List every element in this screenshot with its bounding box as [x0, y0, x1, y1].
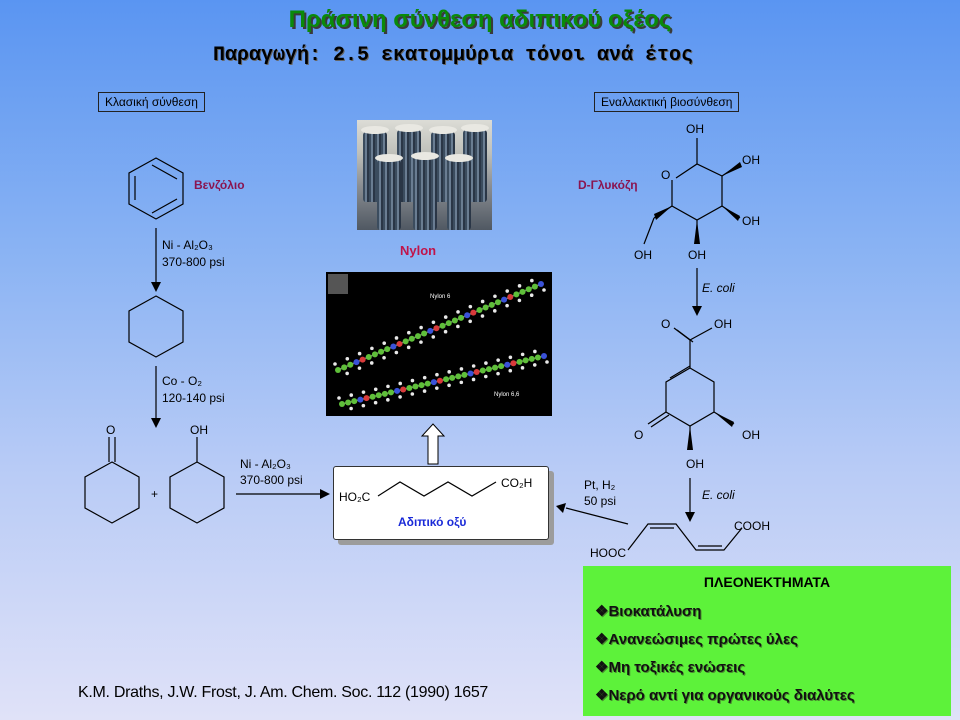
benzene-structure [128, 157, 184, 220]
advantage-item: ❖Νερό αντί για οργανικούς διαλύτες [595, 687, 855, 704]
adipic-acid-chain [377, 481, 497, 497]
ketone-oxygen: O [106, 423, 116, 437]
step3-catalyst: Ni - Al₂O₃ [240, 457, 291, 471]
dhs-atom: OH [714, 317, 732, 331]
dehydroshikimate-structure [647, 327, 735, 450]
dhs-atom: O [661, 317, 671, 331]
glucose-atom: OH [742, 214, 760, 228]
dhs-atom: OH [686, 457, 704, 471]
advantage-item: ❖Βιοκατάλυση [595, 603, 702, 620]
advantage-item: ❖Ανανεώσιμες πρώτες ύλες [595, 631, 798, 648]
glucose-label: D-Γλυκόζη [578, 178, 638, 192]
adipic-left-group: HO₂C [339, 490, 371, 504]
hydrogenation-pressure: 50 psi [584, 494, 617, 508]
alcohol-hydroxyl: OH [190, 423, 208, 437]
adipic-acid-label: Αδιπικό οξύ [398, 515, 467, 529]
nylon6-model-label: Nylon 6 [430, 294, 451, 300]
alternative-synthesis-label: Εναλλακτική βιοσύνθεση [594, 92, 740, 112]
nylon66-model-label: Nylon 6,6 [494, 392, 520, 398]
cyclohexanone-structure [84, 437, 140, 524]
glucose-atom: OH [686, 122, 704, 136]
step1-pressure: 370-800 psi [162, 255, 225, 269]
benzene-label: Βενζόλιο [194, 178, 245, 192]
adipic-acid-box [333, 466, 549, 540]
step1-catalyst: Ni - Al₂O₃ [162, 238, 213, 252]
slide-subtitle: Παραγωγή: 2.5 εκατομμύρια τόνοι ανά έτος [212, 44, 694, 67]
slide-title: Πράσινη σύνθεση αδιπικού οξέος [288, 6, 672, 33]
glucose-atom: OH [634, 248, 652, 262]
glucose-ring-oxygen: O [661, 168, 671, 182]
glucose-atom: OH [688, 248, 706, 262]
hollow-up-arrow [420, 423, 446, 465]
nylon-label: Nylon [400, 243, 437, 258]
glucose-atom: OH [742, 153, 760, 167]
dhs-atom: O [634, 428, 644, 442]
advantages-title: ΠΛΕΟΝΕΚΤΗΜΑΤΑ [703, 574, 831, 590]
muconic-right-group: COOH [734, 519, 770, 533]
adipic-right-group: CO₂H [501, 476, 533, 490]
muconic-left-group: HOOC [590, 546, 626, 560]
nylon-molecular-model: Nylon 6 Nylon 6,6 [326, 272, 552, 416]
plus-sign: + [151, 487, 159, 501]
advantages-panel: ΠΛΕΟΝΕΚΤΗΜΑΤΑ ❖Βιοκατάλυση ❖Ανανεώσιμες … [583, 566, 951, 716]
dhs-atom: OH [742, 428, 760, 442]
step3-pressure: 370-800 psi [240, 473, 303, 487]
glucose-structure [643, 138, 741, 245]
step2-catalyst: Co - O₂ [162, 374, 202, 388]
cyclohexane-structure [128, 295, 184, 358]
hydrogenation-catalyst: Pt, H₂ [584, 478, 616, 492]
cyclohexanol-structure [169, 437, 225, 524]
ecoli-step2: E. coli [702, 488, 735, 502]
ecoli-step1: E. coli [702, 281, 735, 295]
advantage-item: ❖Μη τοξικές ενώσεις [595, 659, 746, 676]
literature-reference: K.M. Draths, J.W. Frost, J. Am. Chem. So… [78, 684, 489, 701]
classic-synthesis-label: Κλασική σύνθεση [98, 92, 205, 112]
muconic-acid-structure [627, 523, 743, 551]
step2-pressure: 120-140 psi [162, 391, 225, 405]
nylon-spools-photo [357, 120, 492, 230]
